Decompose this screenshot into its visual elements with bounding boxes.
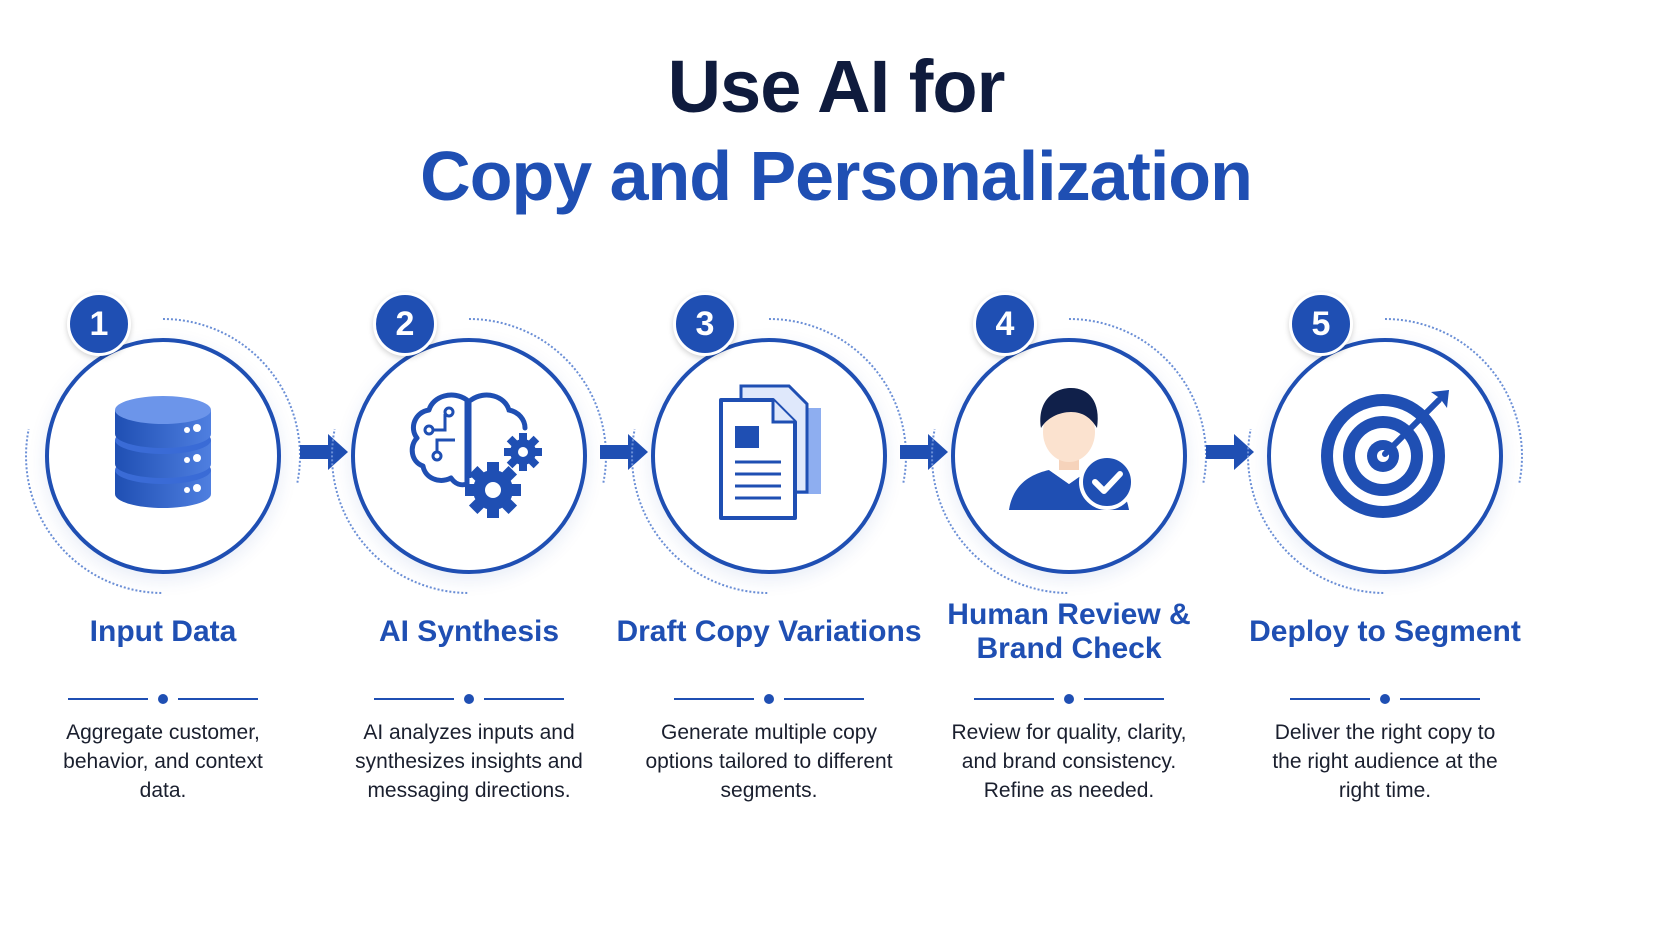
step-4: 4 Human Review & Brand Check Review for …: [904, 0, 1234, 941]
step-number-badge: 5: [1289, 292, 1353, 356]
divider: [974, 694, 1164, 704]
step-description: Generate multiple copy options tailored …: [645, 721, 893, 802]
step-title: Deploy to Segment: [1249, 615, 1521, 648]
step-number-badge: 3: [673, 292, 737, 356]
step-description: Review for quality, clarity, and brand c…: [951, 721, 1187, 802]
divider: [68, 694, 258, 704]
database-icon: [115, 396, 211, 508]
step-description: AI analyzes inputs and synthesizes insig…: [355, 721, 583, 802]
step-title: Human Review & Brand Check: [947, 598, 1191, 665]
person-check-icon: [1009, 388, 1135, 510]
arrow-right-icon: [1206, 434, 1254, 470]
title-line-2: Copy and Personalization: [420, 137, 1253, 215]
brain-gears-icon: [409, 392, 542, 518]
step-description: Deliver the right copy to the right audi…: [1272, 721, 1498, 802]
step-description: Aggregate customer, behavior, and contex…: [63, 721, 263, 802]
step-5: 5 Deploy to Segment Deliver the right co…: [1220, 0, 1550, 941]
step-1: 1 Input Data Aggregate customer, behavio…: [0, 0, 328, 941]
step-3: 3 Draft Copy Variations Generate multipl…: [604, 0, 934, 941]
step-title: AI Synthesis: [378, 615, 560, 648]
step-title: Input Data: [89, 615, 237, 648]
step-number-badge: 2: [373, 292, 437, 356]
divider: [374, 694, 564, 704]
step-number-badge: 1: [67, 292, 131, 356]
target-icon: [1321, 390, 1449, 518]
documents-icon: [719, 384, 821, 520]
divider: [674, 694, 864, 704]
step-number-badge: 4: [973, 292, 1037, 356]
step-title: Draft Copy Variations: [616, 615, 922, 648]
divider: [1290, 694, 1480, 704]
step-2: 2 AI Synthesis: [304, 0, 634, 941]
title-line-1: Use AI for: [667, 45, 1006, 128]
